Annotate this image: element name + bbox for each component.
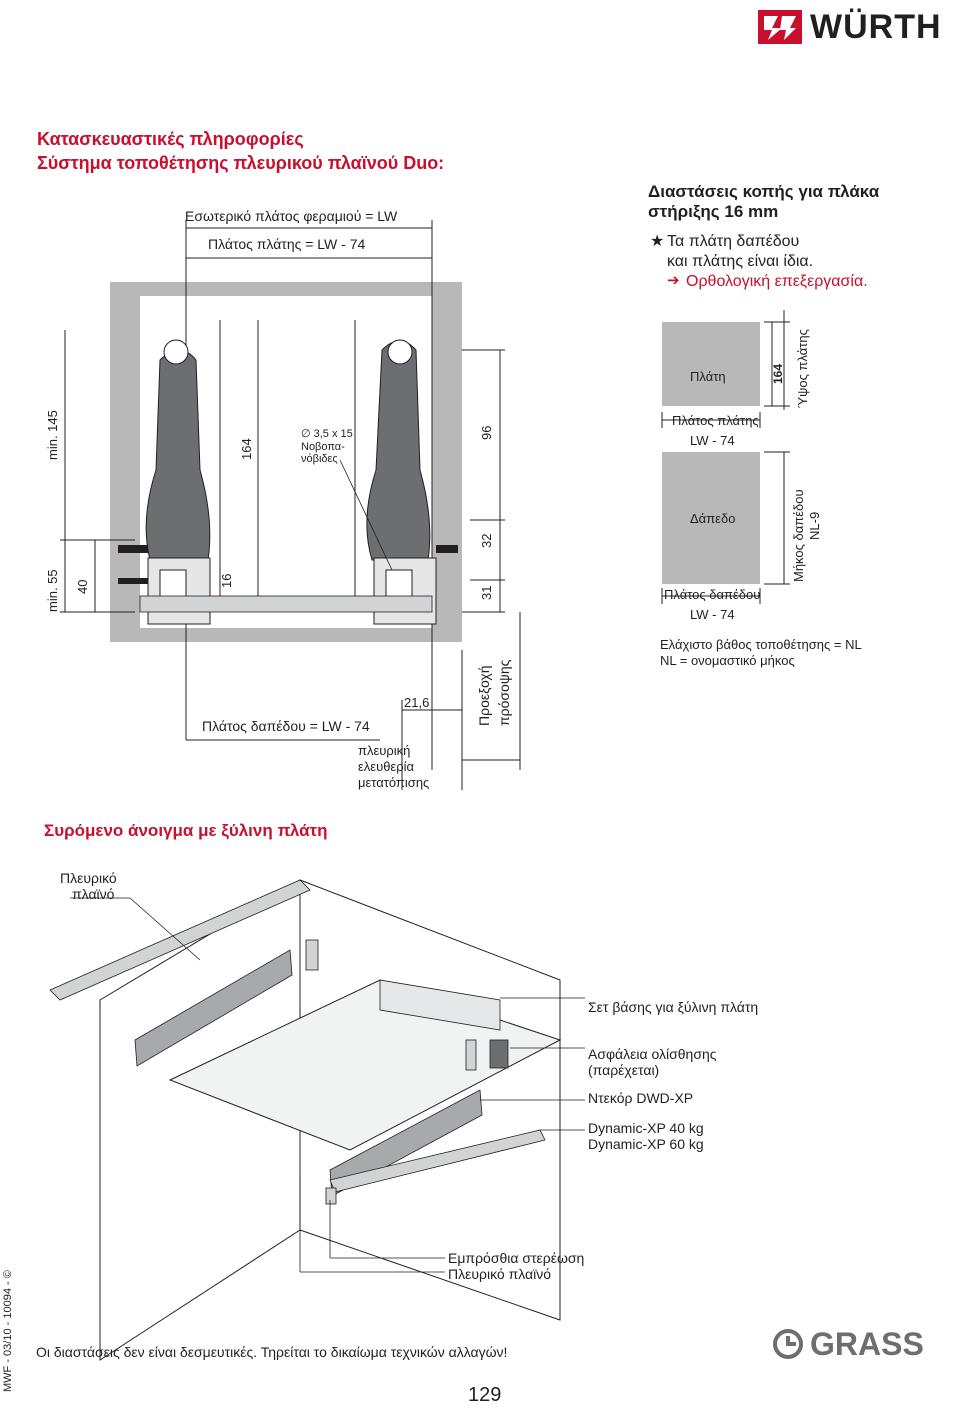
cut-title-1: Διαστάσεις κοπής για πλάκα [648, 182, 880, 201]
cut-title-2: στήριξης 16 mm [648, 202, 779, 221]
star-icon: ★ [650, 233, 665, 250]
arrow-right-icon: ➔ [667, 272, 680, 289]
grass-brand-text: GRASS [810, 1326, 924, 1362]
back-panel-label: Πλάτη [690, 369, 726, 384]
side-panel-label-2: πλαϊνό [72, 886, 115, 902]
wurth-logo: WÜRTH [756, 6, 956, 46]
set-base-label: Σετ βάσης για ξύλινη πλάτη [588, 999, 759, 1015]
page-number: 129 [468, 1384, 502, 1406]
back-width-small: Πλάτος πλάτης [672, 413, 759, 428]
screws-spec: ∅ 3,5 x 15 [301, 428, 353, 440]
cut-note-2: και πλάτης είναι ίδια. [667, 253, 814, 270]
page-subtitle: Σύστημα τοποθέτησης πλευρικού πλαϊνού Du… [37, 153, 445, 173]
page-title: Κατασκευαστικές πληροφορίες [37, 129, 304, 149]
back-width-label: Πλάτος πλάτης = LW - 74 [208, 236, 366, 252]
screws-name-2: νόβιδες [301, 453, 338, 465]
decor-label: Ντεκόρ DWD-XP [588, 1090, 694, 1106]
side-free-3: μετατόπισης [358, 775, 430, 790]
floor-width-small: Πλάτος δαπέδου [664, 587, 761, 602]
dim-21-6: 21,6 [404, 695, 430, 710]
side-panel-label-1: Πλευρικό [60, 870, 117, 886]
floor-width-val: LW - 74 [690, 607, 735, 622]
floor-panel-label: Δάπεδο [690, 511, 736, 526]
grass-logo-box: GRASS [770, 1326, 954, 1362]
front-side-label: Πλευρικό πλαϊνό [448, 1266, 552, 1282]
min-depth-text: Ελάχιστο βάθος τοποθέτησης = NL [660, 637, 862, 652]
back-width-val: LW - 74 [690, 433, 735, 448]
section-title: Συρόμενο άνοιγμα με ξύλινη πλάτη [44, 821, 328, 840]
lock-label-1: Ασφάλεια ολίσθησης [588, 1046, 717, 1062]
dynamic-60-label: Dynamic-XP 60 kg [588, 1136, 704, 1152]
disclaimer: Οι διαστάσεις δεν είναι δεσμευτικές. Τηρ… [36, 1344, 508, 1360]
screws-name-1: Νοβοπα- [301, 441, 345, 453]
cut-note-1: Τα πλάτη δαπέδου [667, 233, 800, 250]
side-free-1: πλευρική [358, 743, 411, 758]
floor-width-left: Πλάτος δαπέδου = LW - 74 [202, 718, 370, 734]
wurth-brand-text: WÜRTH [810, 8, 942, 46]
front-fix-label: Εμπρόσθια στερέωση [448, 1250, 585, 1266]
nominal-text: NL = ονομαστικό μήκος [660, 653, 795, 668]
side-free-2: ελευθερία [358, 759, 415, 774]
grass-logo-icon [773, 1329, 803, 1359]
cut-note-3: Ορθολογική επεξεργασία. [686, 273, 868, 290]
dynamic-40-label: Dynamic-XP 40 kg [588, 1120, 704, 1136]
lock-label-2: (παρέχεται) [588, 1062, 660, 1078]
wurth-logo-mark [758, 10, 802, 44]
inner-width-label: Εσωτερικό πλάτος φεραμιού = LW [185, 208, 398, 224]
doc-code: MWF - 03/10 - 10094 - © [2, 1270, 14, 1392]
